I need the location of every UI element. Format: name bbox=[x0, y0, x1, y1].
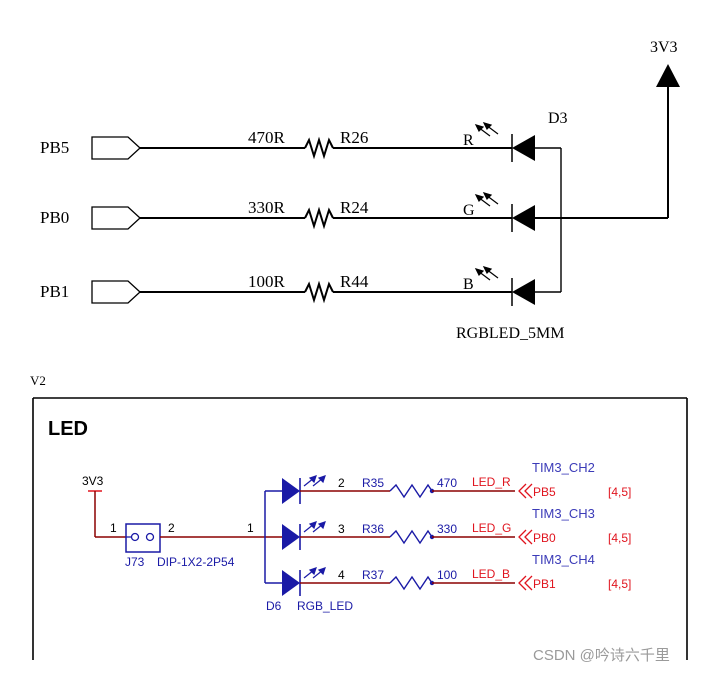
top-power-label: 3V3 bbox=[650, 39, 678, 56]
bottom-schematic: LED 3V3 1 2 J73 DIP-1X2-2P54 1 D6 RGB_LE… bbox=[32, 397, 688, 660]
led-pin: 3 bbox=[338, 522, 345, 536]
resistor-icon bbox=[304, 206, 334, 230]
led-emission-arrows-icon bbox=[474, 192, 499, 207]
resistor-value: 100R bbox=[248, 272, 286, 291]
jumper-pin-icon bbox=[130, 532, 140, 542]
port-connector-icon bbox=[91, 280, 141, 304]
top-schematic: 3V3 D3 RGBLED_5MM PB5 470R R26 R bbox=[40, 39, 680, 342]
top-power-arrow-icon bbox=[656, 64, 680, 87]
led-diode-icon bbox=[512, 279, 535, 305]
net-port-chevron-icon bbox=[524, 529, 533, 545]
resistor-ref: R24 bbox=[340, 198, 369, 217]
led-channel-label: R bbox=[463, 132, 474, 149]
bottom-led-ref: D6 bbox=[266, 599, 282, 613]
led-common-pin: 1 bbox=[247, 521, 254, 535]
port-label: PB1 bbox=[533, 577, 556, 591]
top-led-ref: D3 bbox=[548, 110, 568, 127]
resistor-ref: R37 bbox=[362, 568, 384, 582]
resistor-icon bbox=[304, 136, 334, 160]
jumper-body-icon bbox=[125, 523, 161, 553]
led-emission-arrows-icon bbox=[303, 521, 326, 533]
sheet-ref: [4,5] bbox=[608, 577, 631, 591]
resistor-ref: R44 bbox=[340, 272, 369, 291]
port-connector-icon bbox=[91, 136, 141, 160]
led-emission-arrows-icon bbox=[303, 567, 326, 579]
led-diode-icon bbox=[512, 135, 535, 161]
bottom-power-label: 3V3 bbox=[82, 474, 104, 488]
led-channel-label: B bbox=[463, 276, 474, 293]
tim-label: TIM3_CH3 bbox=[532, 506, 595, 521]
sheet-ref: [4,5] bbox=[608, 531, 631, 545]
led-diode-icon bbox=[282, 570, 300, 596]
port-connector-icon bbox=[91, 206, 141, 230]
top-row-pb0: PB0 330R R24 G bbox=[40, 192, 535, 232]
resistor-value: 470R bbox=[248, 128, 286, 147]
net-label: LED_B bbox=[472, 567, 510, 581]
led-pin: 4 bbox=[338, 568, 345, 582]
top-row-pb5: PB5 470R R26 R bbox=[40, 122, 535, 162]
jumper-part: DIP-1X2-2P54 bbox=[157, 555, 235, 569]
jumper-pin1-label: 1 bbox=[110, 521, 117, 535]
tim-label: TIM3_CH4 bbox=[532, 552, 595, 567]
resistor-ref: R35 bbox=[362, 476, 384, 490]
net-label: LED_G bbox=[472, 521, 511, 535]
resistor-value: 100 bbox=[437, 568, 457, 582]
bottom-led-part: RGB_LED bbox=[297, 599, 353, 613]
net-port-chevron-icon bbox=[518, 483, 527, 499]
resistor-ref: R26 bbox=[340, 128, 368, 147]
resistor-ref: R36 bbox=[362, 522, 384, 536]
led-diode-icon bbox=[282, 524, 300, 550]
led-emission-arrows-icon bbox=[474, 122, 499, 137]
top-led-part: RGBLED_5MM bbox=[456, 325, 564, 342]
sheet-ref: [4,5] bbox=[608, 485, 631, 499]
tim-label: TIM3_CH2 bbox=[532, 460, 595, 475]
bottom-row-blue: 4 R37 100 LED_B TIM3_CH4 PB1 [4,5] bbox=[282, 552, 631, 596]
net-port-chevron-icon bbox=[518, 575, 527, 591]
net-port-chevron-icon bbox=[524, 575, 533, 591]
led-channel-label: G bbox=[463, 202, 475, 219]
jumper-pin-icon bbox=[145, 532, 155, 542]
net-port-chevron-icon bbox=[518, 529, 527, 545]
led-pin: 2 bbox=[338, 476, 345, 490]
top-row-pb1: PB1 100R R44 B bbox=[40, 266, 535, 306]
led-diode-icon bbox=[512, 205, 535, 231]
resistor-value: 330R bbox=[248, 198, 286, 217]
net-port-chevron-icon bbox=[524, 483, 533, 499]
top-port-label: PB1 bbox=[40, 282, 69, 301]
resistor-icon bbox=[389, 529, 433, 545]
resistor-value: 330 bbox=[437, 522, 457, 536]
resistor-icon bbox=[304, 280, 334, 304]
block-title: LED bbox=[48, 418, 88, 440]
port-label: PB0 bbox=[533, 531, 556, 545]
top-port-label: PB5 bbox=[40, 138, 69, 157]
jumper-ref: J73 bbox=[125, 555, 145, 569]
led-emission-arrows-icon bbox=[474, 266, 499, 281]
resistor-icon bbox=[389, 483, 433, 499]
bottom-row-red: 2 R35 470 LED_R TIM3_CH2 PB5 [4,5] bbox=[282, 460, 631, 504]
led-emission-arrows-icon bbox=[303, 475, 326, 487]
version-label: V2 bbox=[30, 373, 46, 388]
resistor-icon bbox=[389, 575, 433, 591]
port-label: PB5 bbox=[533, 485, 556, 499]
jumper-pin2-label: 2 bbox=[168, 521, 175, 535]
resistor-value: 470 bbox=[437, 476, 457, 490]
top-port-label: PB0 bbox=[40, 208, 69, 227]
bottom-row-green: 3 R36 330 LED_G TIM3_CH3 PB0 [4,5] bbox=[282, 506, 631, 550]
led-diode-icon bbox=[282, 478, 300, 504]
watermark: CSDN @吟诗六千里 bbox=[533, 647, 670, 664]
net-label: LED_R bbox=[472, 475, 511, 489]
